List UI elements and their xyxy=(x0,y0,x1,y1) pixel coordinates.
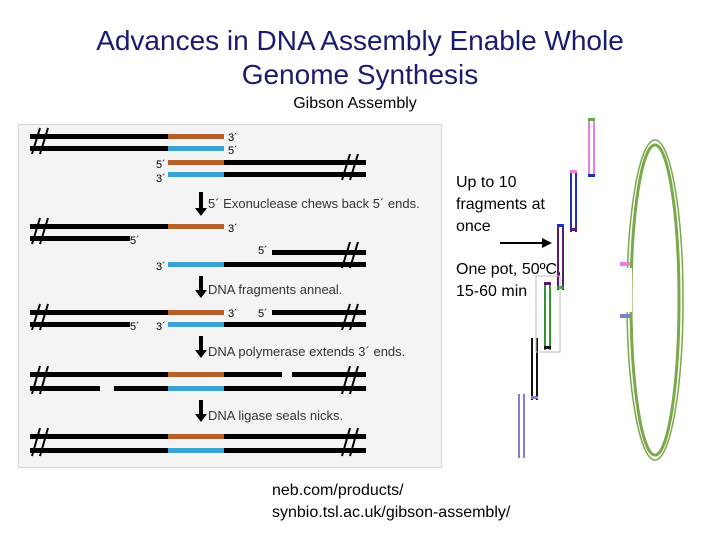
fragment-pink xyxy=(593,118,595,176)
slide-title-line-1: Advances in DNA Assembly Enable Whole xyxy=(96,25,624,56)
dna-strand xyxy=(224,160,366,165)
break-mark xyxy=(341,241,359,269)
break-mark xyxy=(341,303,359,331)
fragment-lavender xyxy=(518,394,520,458)
overlap-orange xyxy=(168,310,224,315)
break-mark xyxy=(31,127,49,155)
dna-strand xyxy=(224,448,366,453)
dna-strand xyxy=(224,434,366,439)
end-label-5-prime: 5´ xyxy=(130,235,140,247)
source-urls: neb.com/products/ synbio.tsl.ac.uk/gibso… xyxy=(272,480,510,524)
dna-strand xyxy=(30,434,168,439)
end-label-5-prime: 5´ xyxy=(228,145,238,157)
step-arrow xyxy=(195,400,207,422)
dna-strand xyxy=(114,386,168,391)
fragment-blue xyxy=(575,170,577,232)
dna-strand xyxy=(30,310,168,315)
end-label-3-prime: 3´ xyxy=(228,308,238,320)
overlap-blue xyxy=(168,386,224,391)
step-label-exonuclease: 5´ Exonuclease chews back 5´ ends. xyxy=(208,196,420,211)
fragment-purple xyxy=(562,224,564,290)
fragment-green xyxy=(549,282,551,350)
fragment-black xyxy=(531,338,533,400)
break-mark xyxy=(341,427,359,457)
step-arrow xyxy=(195,192,207,216)
overlap-orange xyxy=(168,372,224,377)
assembled-circular-genome xyxy=(618,139,684,461)
stage-initial-fragments: 3´ 5´ 5´ 3´ xyxy=(30,127,366,185)
break-mark xyxy=(31,217,49,245)
right-arrow-head xyxy=(542,238,552,248)
dna-strand xyxy=(30,372,168,377)
source-url-tsl[interactable]: synbio.tsl.ac.uk/gibson-assembly/ xyxy=(272,504,511,521)
fragment-pink xyxy=(588,118,590,176)
break-mark xyxy=(31,365,49,395)
step-label-ligase: DNA ligase seals nicks. xyxy=(208,408,343,423)
break-mark xyxy=(341,153,359,181)
end-label-3-prime: 3´ xyxy=(156,173,166,185)
dna-strand xyxy=(30,224,168,229)
overlap-blue xyxy=(168,146,224,151)
stage-annealed: 3´ 5´ 5´ 3´ xyxy=(30,303,366,333)
step-label-polymerase: DNA polymerase extends 3´ ends. xyxy=(208,344,405,359)
stage-chewed-back: 3´ 5´ 5´ 3´ xyxy=(30,217,366,273)
stage-extended xyxy=(30,365,366,395)
note-reaction-conditions: One pot, 50ºC, 15-60 min xyxy=(456,261,562,300)
end-label-5-prime: 5´ xyxy=(258,308,268,320)
fragment-lavender xyxy=(523,394,525,458)
overlap-orange xyxy=(168,160,224,165)
end-label-3-prime: 3´ xyxy=(156,321,166,333)
end-label-3-prime: 3´ xyxy=(156,261,166,273)
dna-strand xyxy=(30,134,186,139)
dna-strand xyxy=(30,386,100,391)
dna-strand xyxy=(292,372,366,377)
diagram-subtitle: Gibson Assembly xyxy=(293,95,417,112)
dna-strand xyxy=(224,372,282,377)
end-label-3-prime: 3´ xyxy=(228,132,238,144)
overlap-blue xyxy=(168,172,224,177)
dna-strand xyxy=(272,310,366,315)
overlap-orange xyxy=(168,224,224,229)
overlap-blue xyxy=(168,262,224,267)
fragment-assembly-graphic xyxy=(500,118,684,461)
step-label-anneal: DNA fragments anneal. xyxy=(208,282,342,297)
end-label-3-prime: 3´ xyxy=(228,223,238,235)
end-label-5-prime: 5´ xyxy=(156,159,166,171)
dna-strand xyxy=(224,262,366,267)
fragment-black xyxy=(536,338,538,400)
fragment-green xyxy=(544,282,546,350)
stage-sealed xyxy=(30,427,366,457)
break-mark xyxy=(341,365,359,395)
slide-title: Advances in DNA Assembly Enable Whole Ge… xyxy=(0,24,720,92)
selection-box xyxy=(535,275,561,353)
dna-strand xyxy=(224,386,366,391)
overlap-orange xyxy=(168,134,224,139)
gibson-diagram-panel xyxy=(18,124,442,468)
dna-strand xyxy=(30,322,130,327)
note-fragment-count: Up to 10 fragments at once xyxy=(456,174,545,235)
break-mark xyxy=(31,303,49,331)
slide-title-line-2: Genome Synthesis xyxy=(241,59,479,90)
gibson-assembly-diagram: 3´ 5´ 5´ 3´ 5´ Exonuclease chews back 5´… xyxy=(30,127,420,457)
overlap-blue xyxy=(168,448,224,453)
step-arrow xyxy=(195,276,207,298)
dna-strand xyxy=(224,322,366,327)
end-label-5-prime: 5´ xyxy=(258,245,268,257)
break-mark xyxy=(31,427,49,457)
dna-strand xyxy=(224,172,366,177)
dna-strand xyxy=(272,250,366,255)
overlap-orange xyxy=(168,434,224,439)
fragment-purple xyxy=(557,224,559,290)
overlap-blue xyxy=(168,322,224,327)
fragment-blue xyxy=(570,170,572,232)
step-arrow xyxy=(195,336,207,358)
dna-strand xyxy=(30,236,130,241)
dna-strand xyxy=(30,146,168,151)
stacked-fragments xyxy=(518,118,595,458)
dna-strand xyxy=(30,448,168,453)
end-label-5-prime: 5´ xyxy=(130,321,140,333)
source-url-neb[interactable]: neb.com/products/ xyxy=(272,482,404,499)
